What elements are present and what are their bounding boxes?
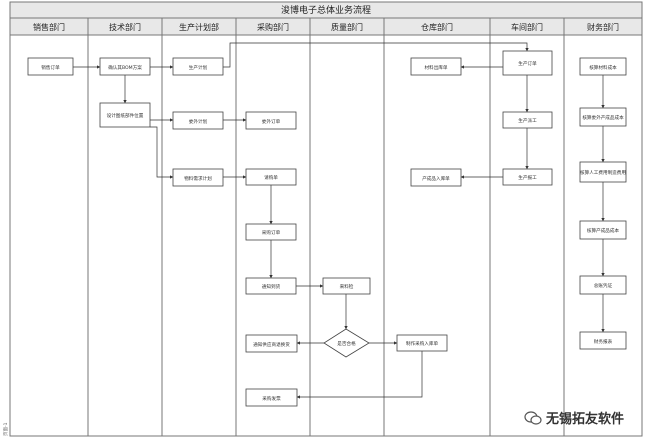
node-label: 来料检 [340, 283, 354, 290]
lane-header-warehouse: 仓库部门 [421, 22, 453, 32]
node-label: 核算委外产成品成本 [582, 114, 624, 121]
node-label: 通知供应商退换货 [253, 341, 290, 348]
node-label: 通知到货 [262, 283, 281, 290]
node-label: 设计图纸部件位置 [107, 112, 144, 119]
node-incoming-inspection: 来料检 [322, 277, 371, 295]
node-design-drawing: 设计图纸部件位置 [99, 102, 151, 128]
node-purchase-inbound: 制作采购入库单 [396, 334, 448, 352]
node-production-report: 生产报工 [502, 168, 553, 186]
watermark: 无锡拓友软件 [524, 408, 624, 427]
node-material-cost: 核算材料成本 [579, 57, 627, 76]
node-label: 物料需求计划 [184, 175, 212, 182]
node-financial-report: 财务报表 [579, 331, 627, 350]
node-label: 生产报工 [518, 174, 537, 181]
node-production-order: 生产订单 [502, 50, 553, 76]
node-sales-order: 销售订单 [27, 57, 74, 76]
node-arrival-notice: 通知到货 [245, 277, 297, 295]
node-finished-goods-inbound: 产成品入库单 [410, 168, 462, 187]
lane-header-workshop: 车间部门 [511, 22, 543, 32]
node-finished-goods-cost: 核算产成品成本 [579, 220, 627, 240]
node-label: 产成品入库单 [422, 175, 450, 182]
node-notify-supplier-return: 通知供应商退换货 [245, 334, 298, 353]
node-label: 总账凭证 [594, 282, 613, 289]
node-label: 请购单 [264, 174, 278, 181]
diagram-title: 浚博电子总体业务流程 [281, 4, 371, 16]
node-label: 生产订单 [518, 60, 537, 67]
node-label: 委外计划 [189, 118, 208, 125]
node-label: 核算人工费用制造费用 [580, 169, 626, 176]
node-label: 财务报表 [594, 338, 613, 345]
node-purchase-request: 请购单 [245, 168, 297, 186]
node-confirm-bom: 确认其BOM方案 [99, 57, 151, 76]
node-purchase-invoice: 采购发票 [245, 388, 298, 407]
edges [73, 42, 605, 399]
node-labor-overhead-cost: 核算人工费用制造费用 [579, 161, 627, 183]
lane-header-plan: 生产计划部 [179, 22, 219, 32]
node-material-plan: 物料需求计划 [172, 168, 224, 187]
node-production-plan: 生产计划 [172, 57, 224, 76]
node-purchase-order: 采购订单 [245, 223, 297, 241]
page-tab-label: 页面-1 [3, 422, 9, 436]
lane-header-sales: 销售部门 [33, 22, 65, 32]
node-ledger-voucher: 总账凭证 [579, 275, 627, 295]
node-label: 采购发票 [262, 395, 281, 402]
edge [150, 126, 174, 179]
node-label: 采购订单 [262, 229, 281, 236]
node-label: 核算材料成本 [589, 64, 617, 71]
node-label: 生产计划 [189, 64, 208, 71]
node-label: 委外订单 [262, 118, 281, 125]
node-production-dispatch: 生产派工 [502, 111, 553, 129]
edge [223, 42, 529, 68]
node-outsource-plan: 委外计划 [172, 111, 224, 130]
node-outsource-order: 委外订单 [245, 111, 297, 130]
chat-bubble-icon [524, 410, 542, 425]
lane-header-tech: 技术部门 [109, 22, 141, 32]
node-label: 生产派工 [518, 117, 537, 124]
lane-header-purchase: 采购部门 [257, 22, 289, 32]
watermark-text: 无锡拓友软件 [545, 412, 624, 427]
node-qualified-decision: 是否合格 [323, 328, 370, 358]
lane-header-quality: 质量部门 [331, 22, 363, 32]
edge [296, 351, 423, 399]
node-label: 核算产成品成本 [587, 227, 620, 234]
node-label: 确认其BOM方案 [108, 64, 142, 71]
lane-header-bar [9, 17, 643, 36]
node-material-outbound: 材料出库单 [410, 57, 462, 76]
node-outsource-cost: 核算委外产成品成本 [579, 107, 627, 127]
node-label: 销售订单 [41, 64, 60, 71]
node-label: 制作采购入库单 [406, 340, 439, 347]
node-label: 是否合格 [337, 340, 356, 347]
node-label: 材料出库单 [425, 64, 448, 71]
lane-header-finance: 财务部门 [587, 22, 619, 32]
